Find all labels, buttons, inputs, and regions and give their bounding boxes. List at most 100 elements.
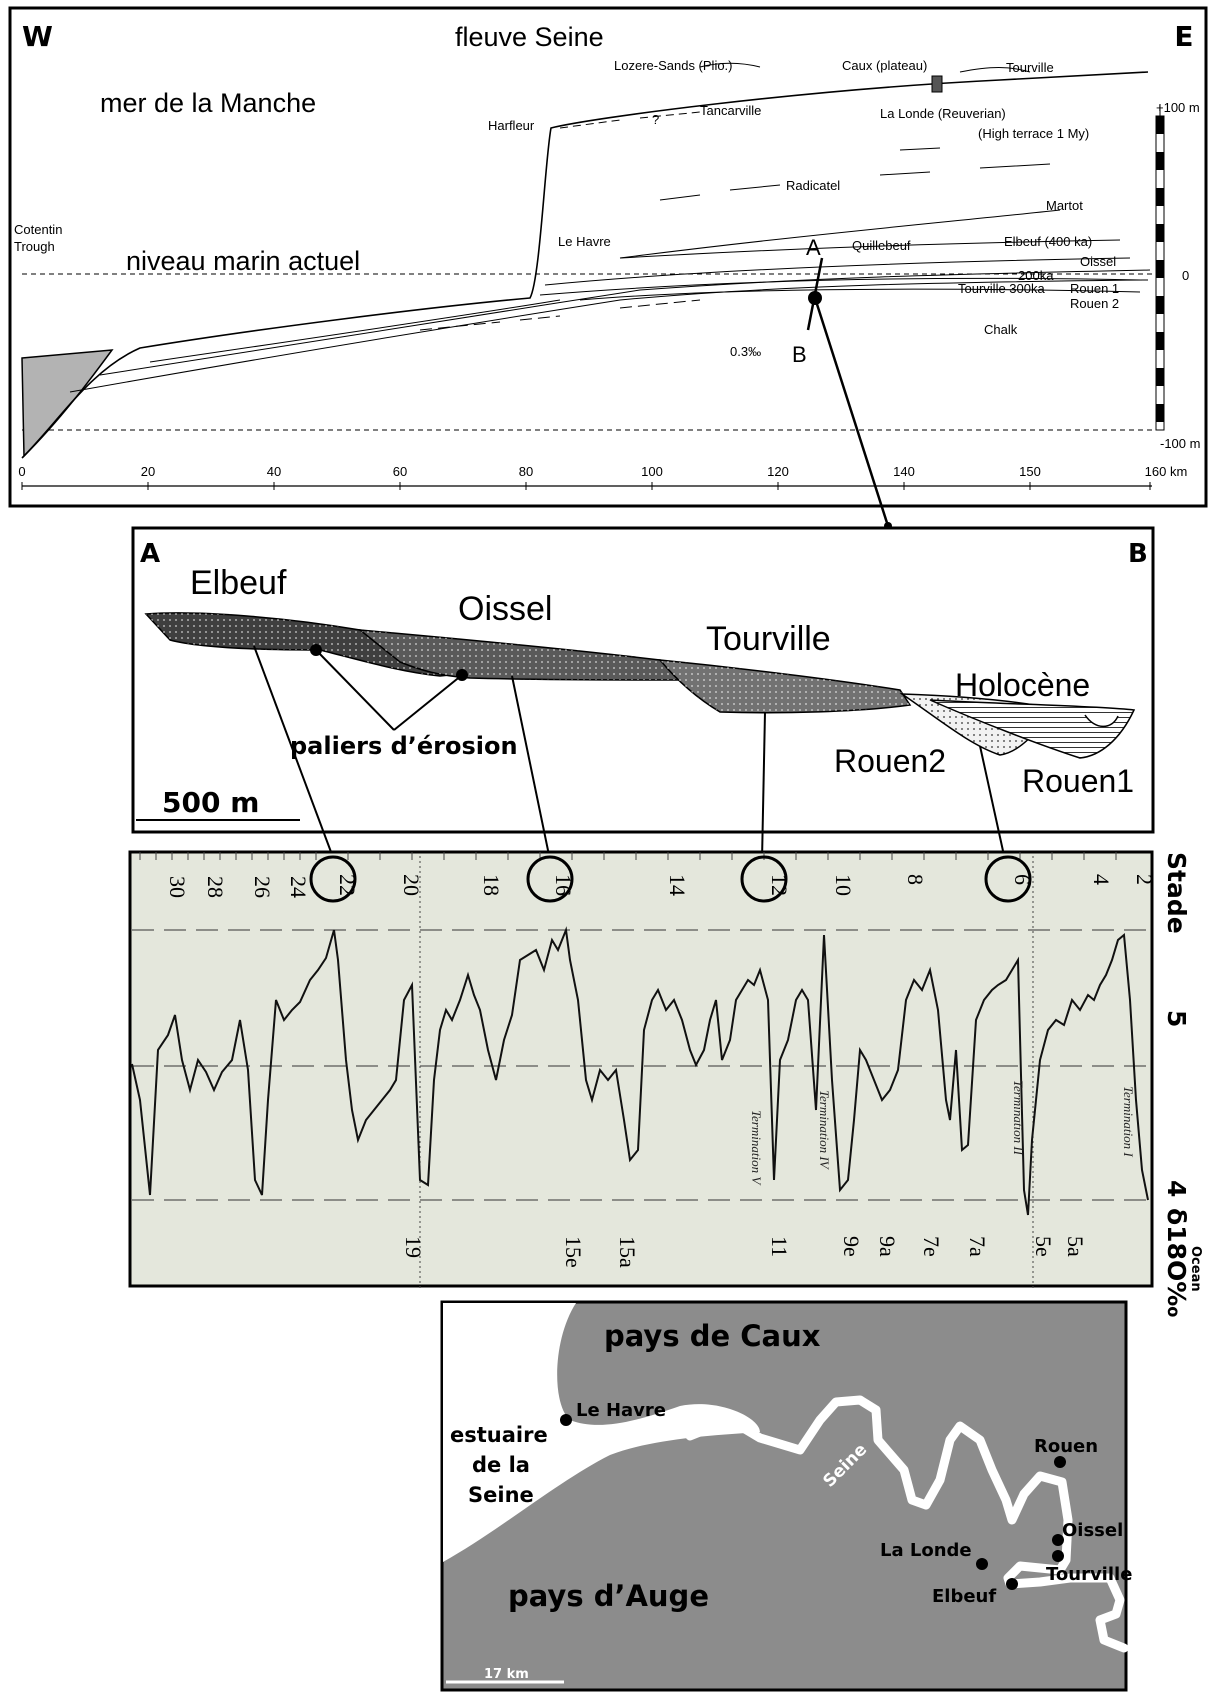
dot-elbeuf	[1006, 1578, 1018, 1590]
map-le-havre: Le Havre	[576, 1400, 666, 1421]
stage-label: 14	[665, 874, 690, 896]
label-caux: Caux (plateau)	[842, 58, 927, 73]
map-tourville: Tourville	[1046, 1564, 1132, 1585]
stage-ruler	[139, 852, 1117, 860]
elbeuf-deposit-dots	[146, 612, 480, 676]
stage-label: 24	[286, 876, 311, 898]
d18o-axis-label: δ18O‰	[1162, 1208, 1191, 1317]
map-estuary-3: Seine	[468, 1483, 534, 1507]
map-estuary-2: de la	[472, 1453, 530, 1477]
x-tick: 60	[393, 464, 407, 479]
correlation-lines	[253, 645, 1006, 861]
y-tick-zero: 0	[1182, 268, 1189, 283]
label-martot: Martot	[1046, 198, 1083, 213]
section-scale-label: 500 m	[162, 786, 259, 819]
section-rouen1: Rouen1	[1022, 763, 1134, 799]
river-title: fleuve Seine	[455, 22, 604, 52]
stage-label: 18	[479, 874, 504, 896]
bottom-stage-labels: 19 15e 15a 11 9e 9a 7e 7a 5e 5a	[401, 1236, 1088, 1268]
map-oissel: Oissel	[1062, 1520, 1123, 1541]
ocean-label: Ocean	[1188, 1246, 1203, 1292]
termination-label: Termination II	[1011, 1080, 1026, 1156]
stage-label: 19	[401, 1236, 426, 1258]
circle-stage-6	[984, 855, 1032, 903]
section-tourville: Tourville	[706, 620, 831, 658]
town-dots	[560, 1414, 1066, 1590]
map-panel: pays de Caux pays d’Auge estuaire de la …	[440, 1300, 1132, 1692]
section-panel: A B Elbeuf Oissel Tourville Holocène Rou…	[131, 526, 1155, 861]
label-question: ?	[652, 112, 659, 127]
trough-label-2: Trough	[14, 239, 55, 254]
circled-stages	[309, 855, 1032, 903]
terrace-lines	[69, 62, 1151, 393]
x-tick: 150	[1019, 464, 1041, 479]
section-elbeuf: Elbeuf	[190, 564, 287, 602]
section-oissel: Oissel	[458, 590, 552, 628]
stage-label: 5a	[1063, 1236, 1088, 1257]
dot-oissel	[1052, 1534, 1064, 1546]
label-tancarville: Tancarville	[700, 103, 761, 118]
east-label: E	[1174, 20, 1193, 53]
x-tick: 40	[267, 464, 281, 479]
x-tick: 160 km	[1145, 464, 1188, 479]
label-quillebeuf: Quillebeuf	[852, 238, 911, 253]
sea-area	[443, 1303, 760, 1562]
map-la-londe: La Londe	[880, 1540, 972, 1561]
stage-label: 9e	[839, 1236, 864, 1257]
x-tick: 80	[519, 464, 533, 479]
stage-label: 7a	[965, 1236, 990, 1257]
holocene-channel	[1084, 714, 1119, 728]
oissel-deposit-dots	[360, 630, 694, 680]
stage-label: 7e	[919, 1236, 944, 1257]
stage-label: 9a	[875, 1236, 900, 1257]
profile-stratum-labels: Lozere-Sands (Plio.) Caux (plateau) Tour…	[488, 58, 1119, 359]
termination-lines	[419, 856, 1034, 1290]
termination-label: Termination I	[1121, 1086, 1136, 1157]
x-tick: 120	[767, 464, 789, 479]
trough-label-1: Cotentin	[14, 222, 62, 237]
stage-label: 2	[1132, 874, 1157, 885]
dot-la-londe	[976, 1558, 988, 1570]
x-tick: 20	[141, 464, 155, 479]
west-label: W	[22, 20, 53, 53]
isotope-grid	[132, 929, 1150, 1201]
section-paliers: paliers d’érosion	[290, 732, 518, 760]
holocene-deposit	[929, 699, 1136, 759]
circle-stage-16	[526, 855, 574, 903]
x-tick: 140	[893, 464, 915, 479]
profile-y-tick-labels: +100 m 0 -100 m	[1156, 100, 1200, 451]
label-slope: 0.3‰	[730, 344, 761, 359]
map-auge: pays d’Auge	[508, 1579, 709, 1613]
stage-label: 8	[903, 874, 928, 885]
label-200ka: 200ka	[1018, 268, 1054, 283]
seine-river	[685, 1395, 1129, 1653]
tourville-deposit-dots	[660, 660, 910, 713]
y-tick-plus100: +100 m	[1156, 100, 1200, 115]
axis-tick-4: 4	[1162, 1180, 1191, 1197]
label-rouen-2: Rouen 2	[1070, 296, 1119, 311]
stage-label: 5e	[1031, 1236, 1056, 1257]
stage-label: 10	[831, 874, 856, 896]
label-le-havre: Le Havre	[558, 234, 611, 249]
section-holocene: Holocène	[955, 667, 1090, 703]
erosion-pointer-1	[315, 649, 395, 731]
profile-x-tick-marks	[21, 482, 1151, 490]
label-la-londe: La Londe (Reuverian)	[880, 106, 1006, 121]
label-chalk: Chalk	[984, 322, 1018, 337]
axis-tick-5: 5	[1162, 1010, 1191, 1027]
profile-point-a: A	[806, 235, 821, 260]
map-rouen: Rouen	[1034, 1436, 1098, 1457]
profile-x-tick-labels: 0 20 40 60 80 100 120 140 150 160 km	[18, 464, 1187, 479]
stage-label: 20	[399, 874, 424, 896]
circle-stage-22	[309, 855, 357, 903]
erosion-pointer-2	[393, 674, 463, 731]
label-high-terrace: (High terrace 1 My)	[978, 126, 1089, 141]
stade-label: Stade	[1162, 852, 1191, 934]
label-tourville-300: Tourville 300ka	[958, 281, 1045, 296]
x-tick: 0	[18, 464, 25, 479]
circle-stage-12	[740, 855, 788, 903]
vertical-scale-bar	[1155, 115, 1165, 431]
sea-level-label: niveau marin actuel	[126, 246, 360, 276]
map-estuary-1: estuaire	[450, 1423, 548, 1447]
